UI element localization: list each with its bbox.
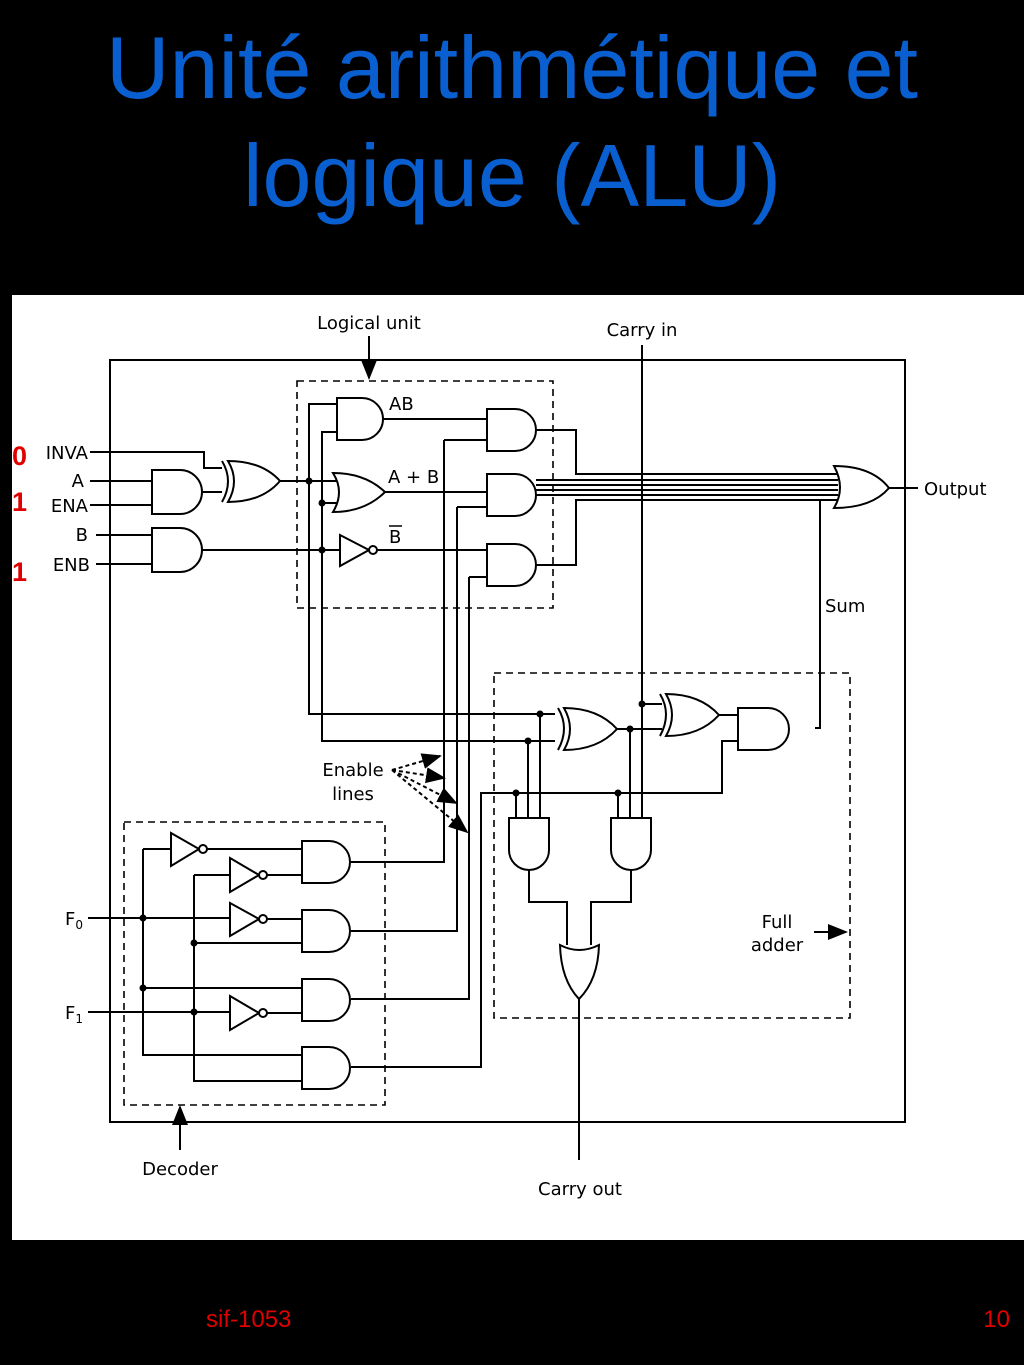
- decoder-inverters: [170, 831, 268, 1032]
- ena-label: ENA: [51, 496, 89, 517]
- output-label: Output: [924, 479, 987, 500]
- full-adder-label-line1: Full: [762, 912, 793, 933]
- carry-combine-wires: [528, 870, 632, 945]
- decoder-label: Decoder: [142, 1159, 218, 1180]
- sum-label: Sum: [825, 596, 865, 617]
- alu-outer-box: [109, 359, 906, 1123]
- f1-label: F1: [65, 1003, 83, 1026]
- footer-course-code: sif-1053: [206, 1306, 292, 1333]
- f1-subscript: 1: [75, 1012, 83, 1026]
- f0-label: F0: [65, 909, 83, 932]
- and-gate-carry-2: [610, 817, 652, 871]
- decoder-box: [123, 821, 386, 1106]
- enb-label: ENB: [53, 555, 90, 576]
- not-gate-b: [339, 533, 378, 568]
- and-gate-carry-1: [508, 817, 550, 871]
- slide-title: Unité arithmétique et logique (ALU): [0, 14, 1024, 230]
- and-gate-b-enb: [151, 527, 203, 573]
- and-gate-a-ena: [151, 469, 203, 515]
- inva-label: INVA: [46, 443, 89, 464]
- full-adder-box: [493, 672, 851, 1019]
- decoder-and-2: [301, 909, 351, 953]
- ena-value: 1: [12, 487, 27, 517]
- f0-letter: F: [65, 909, 75, 930]
- decoder-and-4: [301, 1046, 351, 1090]
- title-line-2: logique (ALU): [242, 126, 782, 225]
- title-line-1: Unité arithmétique et: [106, 18, 918, 117]
- decoder-and-1: [301, 840, 351, 884]
- enable-label-line1: Enable: [322, 760, 383, 781]
- logical-unit-label: Logical unit: [317, 313, 421, 334]
- logical-unit-box: [296, 380, 554, 609]
- b-bar-label: B: [389, 527, 401, 548]
- full-adder-label-line2: adder: [751, 935, 804, 956]
- or-gate-a-plus-b: [331, 471, 387, 514]
- enable-label-line2: lines: [332, 784, 374, 805]
- enable-and-inputs: [444, 439, 487, 578]
- slide-number: 10: [983, 1306, 1010, 1333]
- f0-subscript: 0: [75, 918, 83, 932]
- decoder-wires: [88, 848, 302, 1082]
- or-gate-carry-out: [558, 943, 601, 1001]
- xor-gate-adder-1: [557, 706, 619, 752]
- and-gate-enable-b-bar: [486, 543, 537, 587]
- decoder-and-3: [301, 978, 351, 1022]
- enb-value: 1: [12, 557, 27, 587]
- carry-in-label: Carry in: [607, 320, 678, 341]
- inva-value: 0: [12, 441, 27, 471]
- logical-unit-wires: [308, 403, 555, 742]
- and-gate-enable-a-plus-b: [486, 473, 537, 517]
- xor-gate-inva: [221, 459, 282, 504]
- b-label: B: [76, 525, 88, 546]
- enable-lines-wires: [351, 440, 470, 1000]
- and-gate-ab: [336, 397, 384, 441]
- enable-lines-arrows: [391, 753, 469, 834]
- a-plus-b-label: A + B: [388, 467, 439, 488]
- a-label: A: [72, 471, 85, 492]
- xor-gate-adder-2: [659, 692, 721, 738]
- and-gate-sum-enable: [737, 707, 790, 751]
- carry-out-label: Carry out: [538, 1179, 622, 1200]
- or-gate-output: [832, 464, 891, 510]
- input-wires: [90, 451, 222, 565]
- output-bus-wires: [536, 429, 838, 729]
- and-gate-enable-ab: [486, 408, 537, 452]
- full-adder-wires: [351, 703, 738, 1068]
- ab-label: AB: [389, 394, 414, 415]
- f1-letter: F: [65, 1003, 75, 1024]
